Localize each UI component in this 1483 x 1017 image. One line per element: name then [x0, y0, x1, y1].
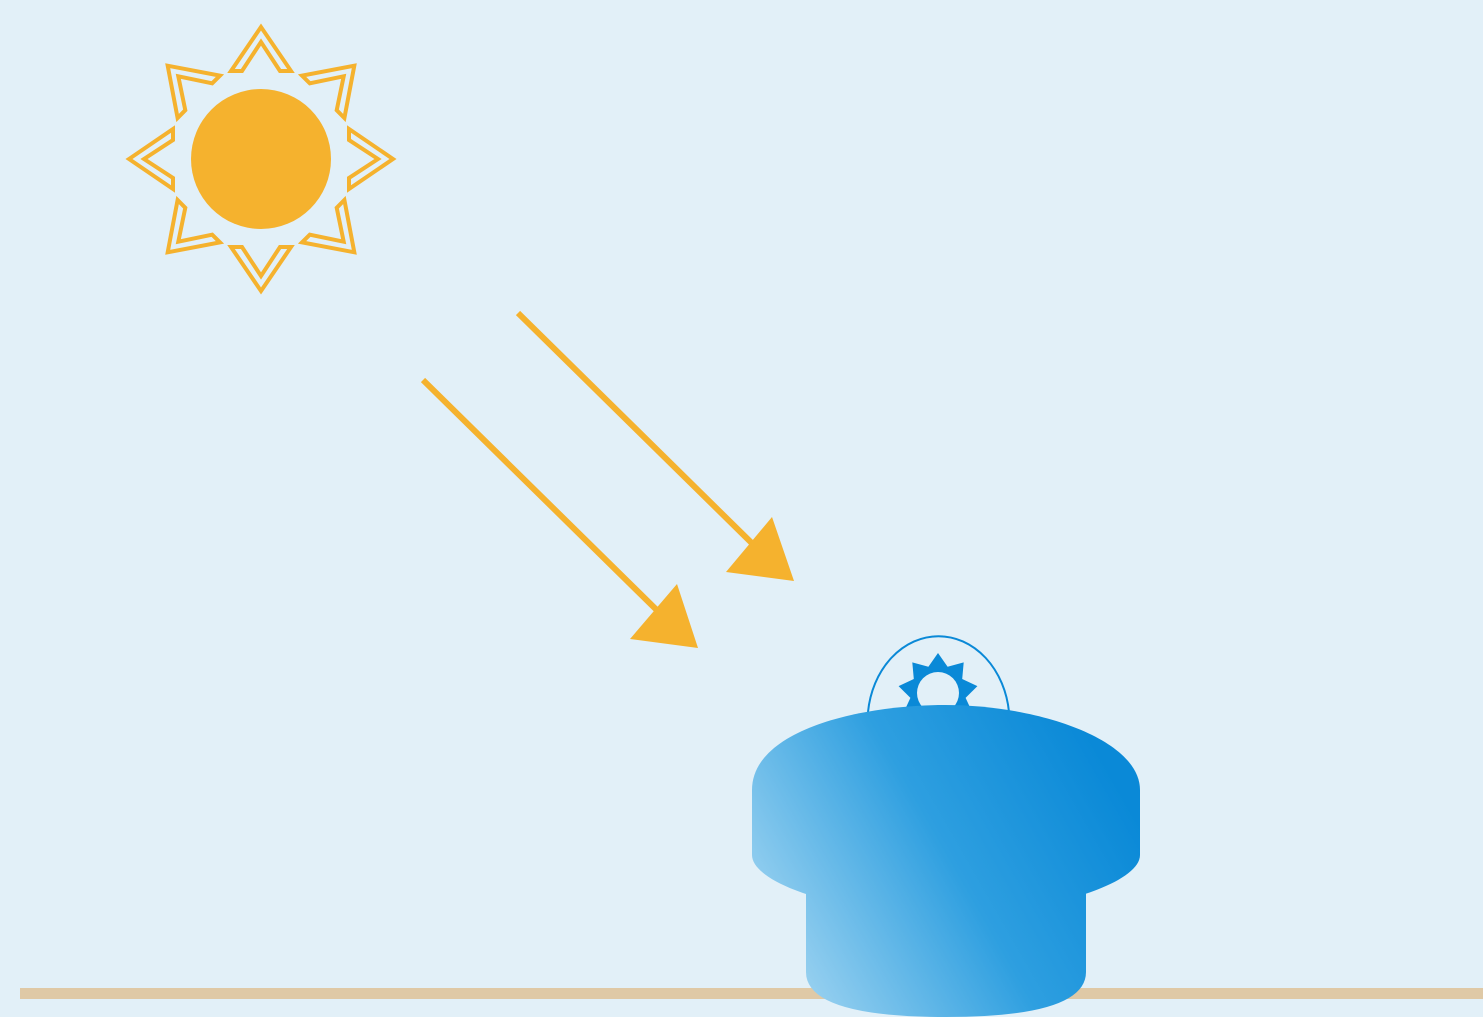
- sensor-head: [752, 705, 1140, 915]
- ground-line: [20, 988, 1483, 999]
- sun-disc: [191, 89, 331, 229]
